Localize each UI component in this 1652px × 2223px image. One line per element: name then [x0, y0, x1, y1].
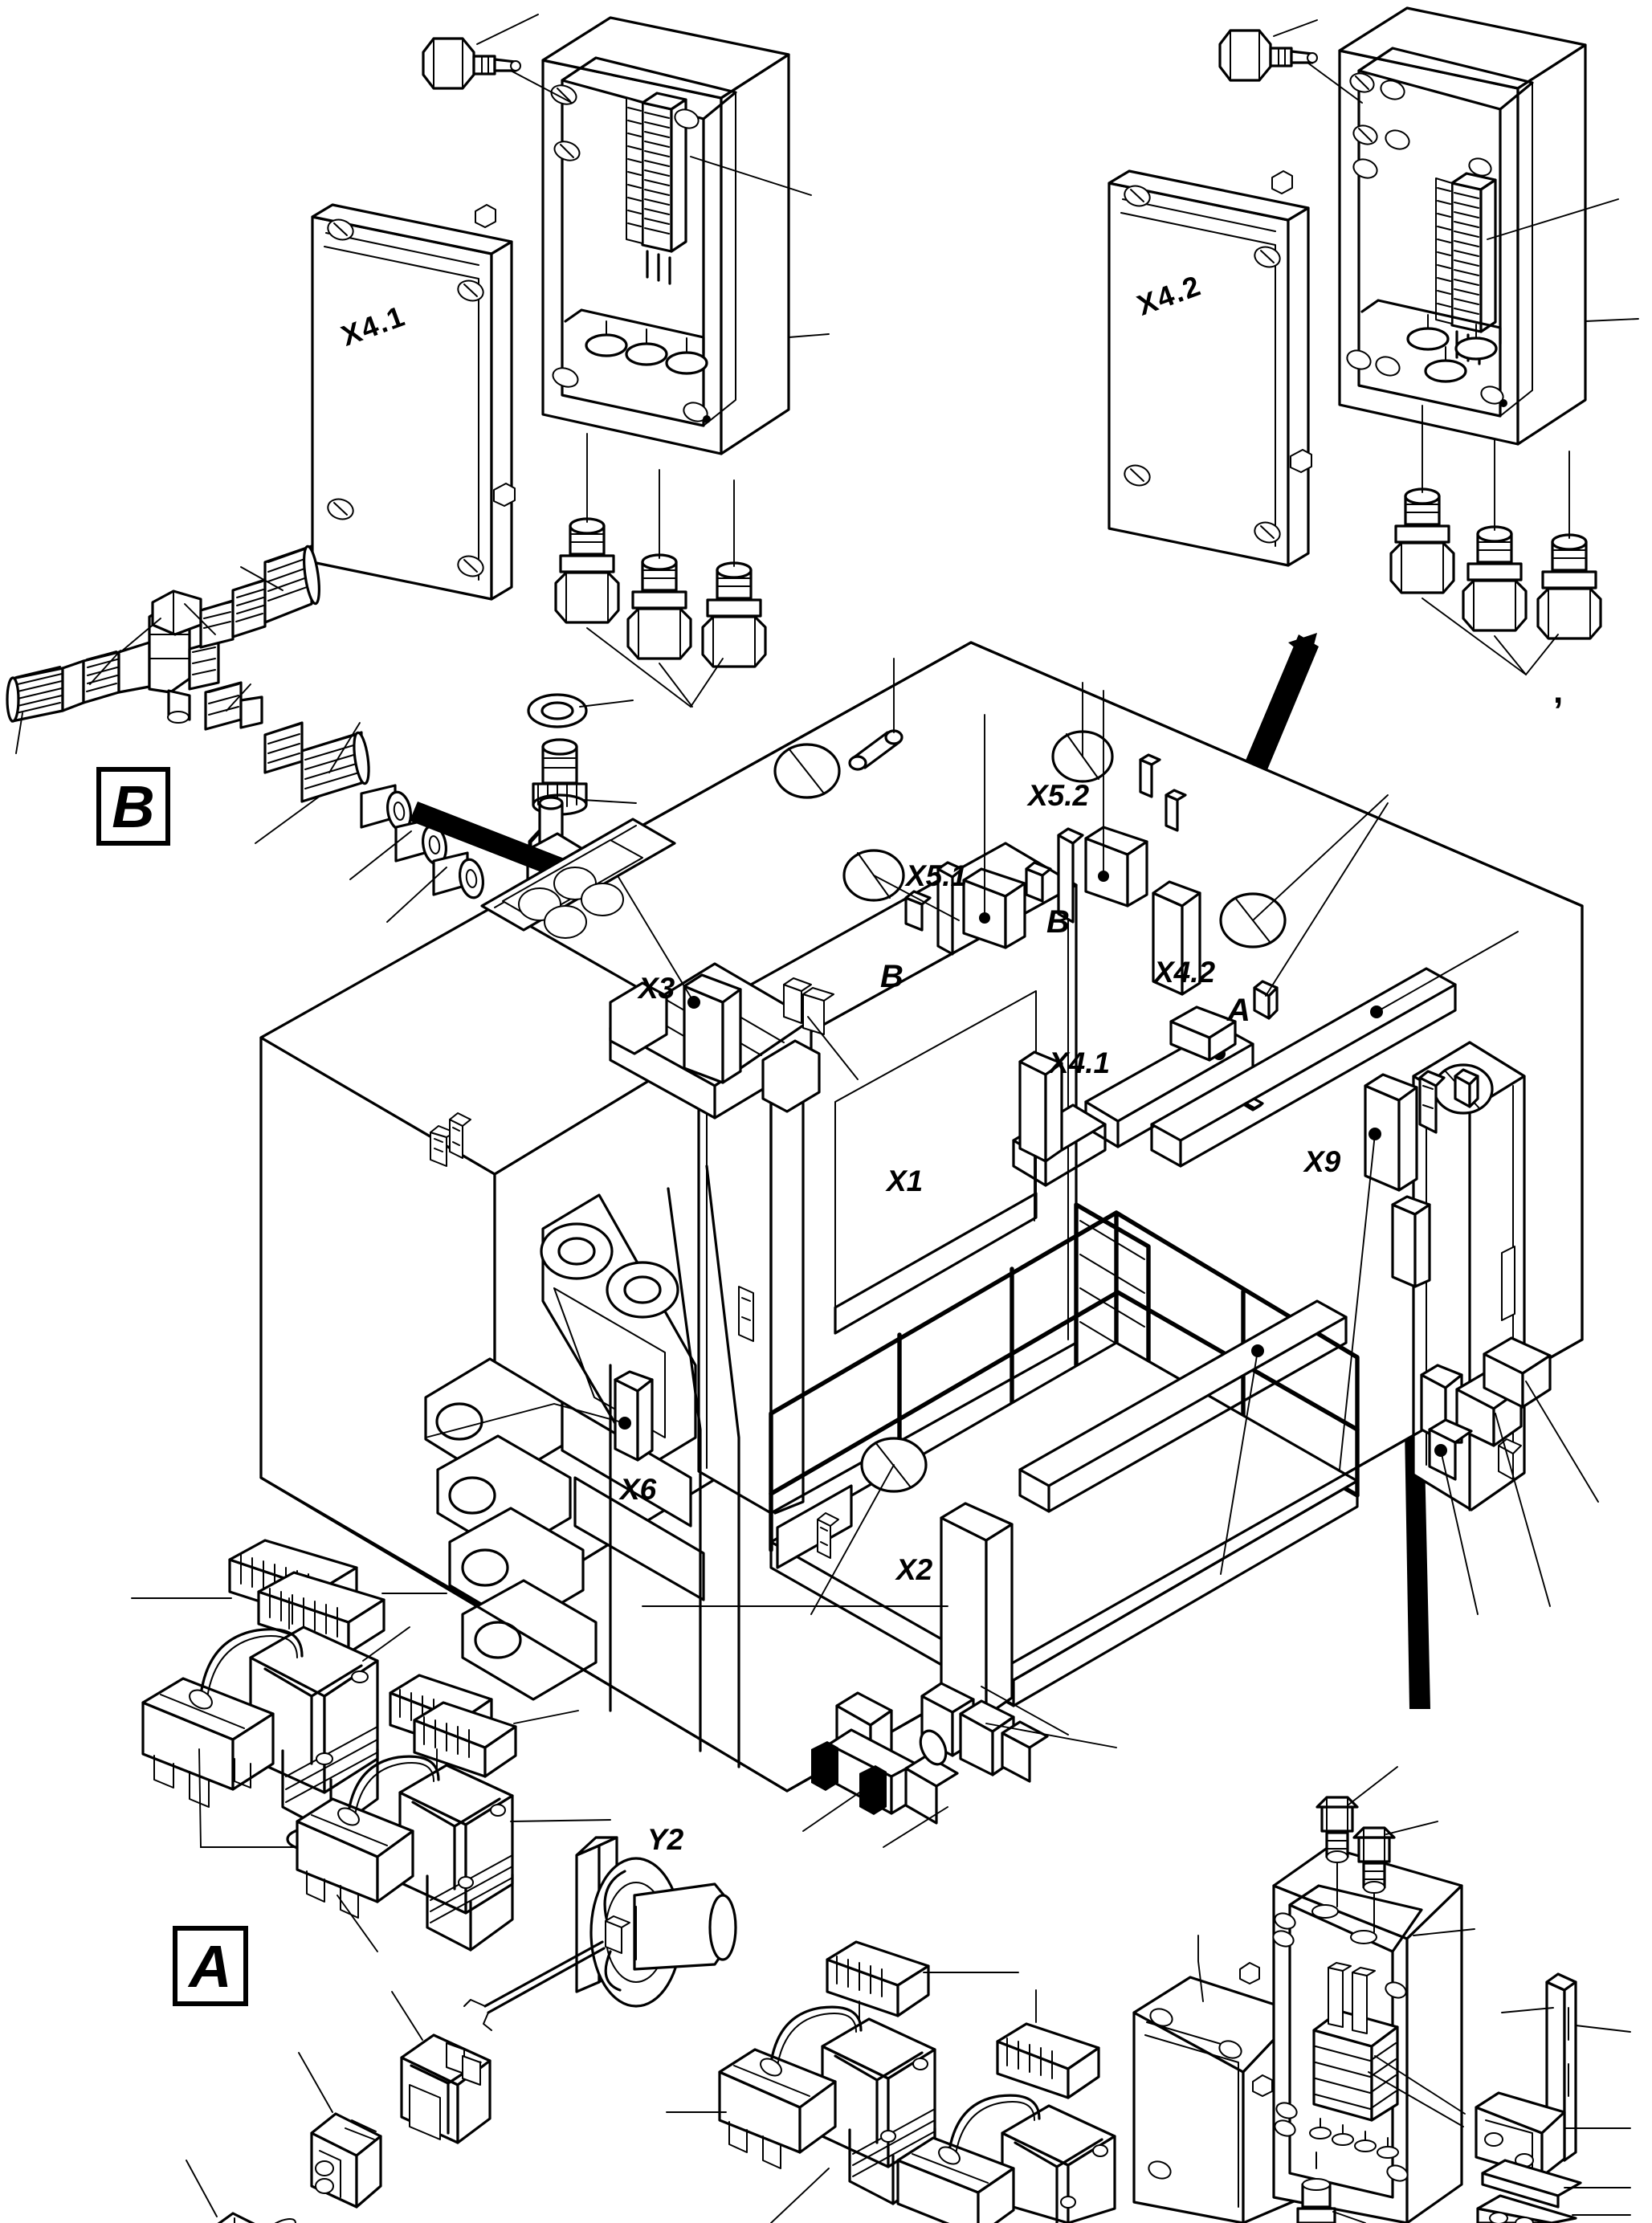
- callout-x41-body: X4.1: [1049, 1046, 1111, 1079]
- leader-line: [690, 156, 812, 196]
- x42-block-on-body: [1152, 880, 1201, 996]
- detail-pointer-arrow-right: [1234, 634, 1319, 797]
- callout-x51: X5.1: [906, 859, 968, 892]
- x41-block-on-body: [1018, 1050, 1063, 1222]
- detail-box-a: A: [173, 1926, 248, 2006]
- x6-connector: [425, 1370, 654, 1462]
- leader-line: [788, 333, 830, 338]
- x42-cover-plate: [1107, 169, 1312, 567]
- bottom-connector-cluster: [802, 1682, 1117, 1848]
- detail-box-b: B: [96, 767, 170, 846]
- bottom-left-connector-group-2: [296, 1674, 611, 1952]
- detail-box-b-label: B: [112, 773, 155, 840]
- callout-x3: X3: [638, 972, 675, 1005]
- callout-x6: X6: [620, 1473, 657, 1506]
- bottom-centre-connector-group-1: [666, 1940, 1019, 2223]
- machine-upper-structure: [259, 641, 1599, 1848]
- detail-a-y2-assembly: [186, 1836, 737, 2223]
- deck-left-small-connector: [449, 1112, 471, 1159]
- callout-x1: X1: [887, 1165, 924, 1197]
- x51-sensor-group: [842, 714, 1026, 956]
- mid-small-connector: [817, 1512, 839, 1559]
- x41-cable-gland-plug: [422, 37, 521, 90]
- x41-housing-box: [541, 16, 790, 455]
- a-flat-block-on-body: [1169, 1005, 1237, 1062]
- x41-cover-plate: [311, 203, 516, 601]
- x42-cable-glands: [1389, 405, 1602, 676]
- terminal-base: [1476, 2194, 1631, 2223]
- detail-box-a-label: A: [189, 1932, 232, 2000]
- engine-hood: [480, 818, 676, 939]
- callout-x9: X9: [1304, 1145, 1341, 1178]
- x9-bracket: [1418, 1070, 1446, 1134]
- x42-housing-box: [1338, 6, 1587, 446]
- deck-small-connector: [783, 977, 859, 1080]
- leader-line: [476, 14, 539, 45]
- connector-pin-strip: [626, 92, 687, 285]
- terminal-box-assembly: [1132, 1766, 1631, 2223]
- leader-line: [510, 70, 573, 104]
- callout-x42-body: X4.2: [1154, 956, 1216, 989]
- callout-b-right: B: [1046, 904, 1070, 940]
- bottom-centre-connector-group-2: [896, 1989, 1116, 2223]
- callout-y2: Y2: [647, 1823, 684, 1856]
- callout-b-left: B: [880, 959, 904, 994]
- callout-a-body: A: [1227, 993, 1250, 1028]
- gasket-sheet: [1481, 2159, 1631, 2209]
- x52-sensor-group: [1025, 682, 1187, 924]
- x2-block: [642, 1502, 1014, 1717]
- x9-connector: [1339, 1073, 1418, 1470]
- upper-side-rails: [1150, 931, 1519, 1168]
- comma-mark: ,: [1553, 671, 1564, 711]
- x3-connector: [618, 876, 742, 1084]
- x42-cable-gland-plug: [1218, 29, 1318, 82]
- terminal-block-stack: [1312, 1962, 1466, 2127]
- callout-x2: X2: [896, 1553, 933, 1586]
- boom-linkage: [424, 1165, 740, 1768]
- terminal-box-housing: [1272, 1846, 1475, 2223]
- handrail-walkway: [769, 1202, 1360, 1707]
- terminal-box-glands-top: [1315, 1766, 1438, 1933]
- x41-cable-glands: [554, 433, 767, 708]
- callout-x52: X5.2: [1028, 779, 1090, 812]
- lower-right-connector-cluster: [1391, 1195, 1599, 1615]
- terminal-box-gland-bottom: [1296, 2152, 1366, 2223]
